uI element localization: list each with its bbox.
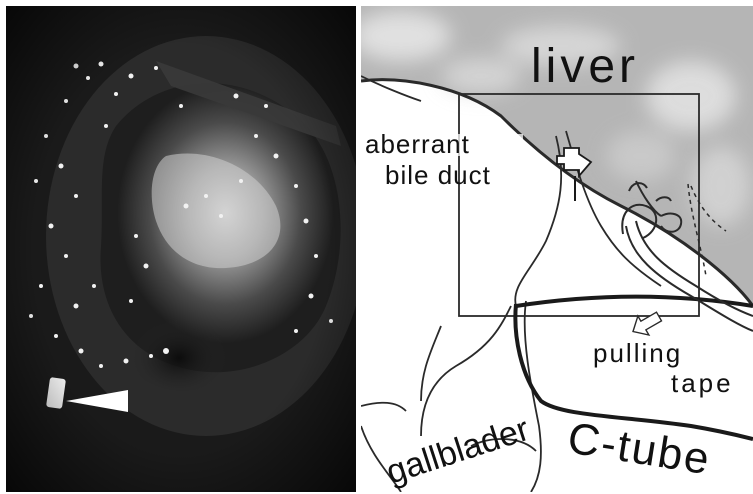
schematic-drawing: liver aberrant bile duct pulling tape C-… bbox=[361, 6, 753, 492]
endoscopic-photo bbox=[6, 6, 356, 492]
gallbladder-label: gallblader bbox=[382, 410, 534, 492]
schematic-panel: liver aberrant bile duct pulling tape C-… bbox=[361, 6, 753, 492]
bile-duct-label: bile duct bbox=[385, 160, 491, 190]
endoscopic-photo-panel bbox=[6, 6, 356, 492]
liver-label: liver bbox=[531, 40, 639, 93]
tape-label: tape bbox=[671, 368, 734, 398]
pulling-label: pulling bbox=[593, 338, 682, 368]
c-tube-label: C-tube bbox=[564, 413, 714, 484]
pulling-tape-arrow bbox=[628, 307, 665, 341]
aberrant-label: aberrant bbox=[365, 129, 470, 159]
